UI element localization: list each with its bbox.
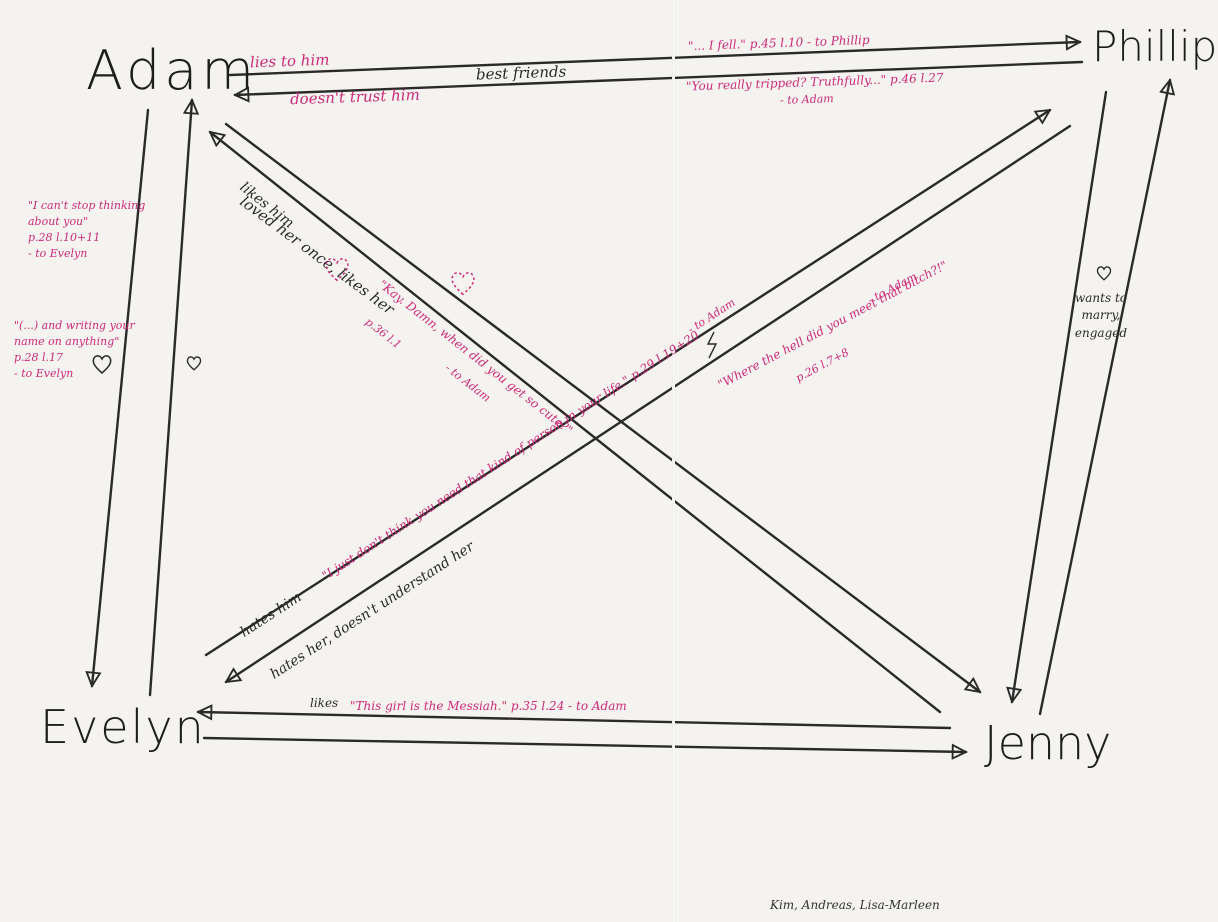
arrow-evelyn-to-phillip [204, 108, 1050, 657]
heart-icon [92, 355, 112, 374]
note-line: about you" [28, 214, 89, 228]
heart-icon [451, 272, 475, 296]
quote-messiah: "This girl is the Messiah." p.35 l.24 - … [350, 699, 627, 713]
note-line: p.28 l.17 [14, 350, 64, 364]
heart-icon [325, 258, 349, 282]
arrow-jenny-to-evelyn [198, 712, 952, 730]
arrow-jenny-to-phillip [1038, 80, 1170, 716]
name-evelyn: Evelyn [40, 700, 206, 754]
note-line: - to Evelyn [28, 246, 88, 260]
note-line: name on anything" [14, 334, 120, 348]
arrow-adam-to-phillip [228, 42, 1080, 77]
label-wants-to-marry: wants to marry, engaged [1074, 291, 1128, 340]
name-phillip: Phillip [1092, 22, 1218, 71]
arrow-phillip-to-adam [235, 60, 1084, 95]
heart-icon [186, 356, 202, 371]
arrow-evelyn-to-jenny [202, 736, 966, 752]
label-likes: likes [310, 696, 339, 710]
arrow-adam-to-evelyn [92, 108, 150, 686]
name-adam: Adam [86, 39, 258, 102]
note-line: "(...) and writing your [14, 319, 135, 332]
paper-fold [672, 0, 675, 922]
note-line: - to Evelyn [14, 366, 74, 380]
arrow-jenny-to-adam [210, 132, 942, 714]
label-best-friends: best friends [475, 62, 567, 84]
label-lies-to-him: lies to him [249, 50, 330, 72]
note-line: "I can't stop thinking [28, 199, 146, 212]
arrow-evelyn-to-adam [148, 100, 192, 697]
note-cant-stop-thinking: "I can't stop thinking about you" p.28 l… [28, 198, 145, 262]
lightning-mark [706, 331, 718, 359]
arrow-phillip-to-evelyn [226, 124, 1072, 684]
credits: Kim, Andreas, Lisa-Marleen [770, 898, 940, 912]
arrow-phillip-to-jenny [1012, 90, 1108, 702]
label-doesnt-trust-him: doesn't trust him [289, 85, 421, 109]
name-jenny: Jenny [984, 716, 1112, 770]
note-line: p.28 l.10+11 [28, 230, 101, 244]
heart-icon [1096, 266, 1112, 281]
quote-you-really-tripped-to: - to Adam [779, 92, 834, 107]
arrow-adam-to-jenny [224, 122, 980, 692]
note-writing-your-name: "(...) and writing your name on anything… [14, 318, 135, 382]
